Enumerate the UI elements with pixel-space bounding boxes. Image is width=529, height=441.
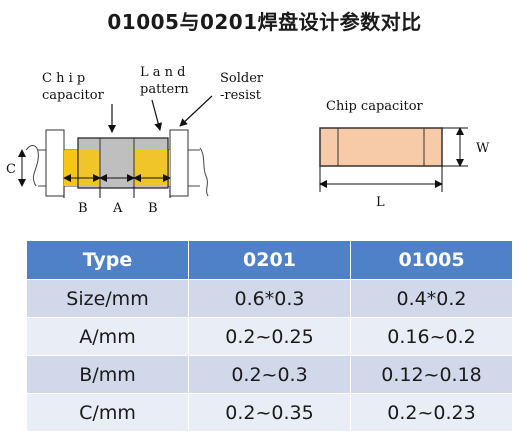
table-cell: 0.2~0.25: [188, 317, 351, 356]
chip-terminal-left: [78, 150, 100, 186]
label-land: L a n d: [140, 65, 185, 80]
chip-terminal-right: [134, 150, 168, 186]
table-row: C/mm 0.2~0.35 0.2~0.23: [26, 393, 513, 432]
page-title: 01005与0201焊盘设计参数对比: [107, 10, 422, 34]
dim-c-label: C: [6, 162, 16, 177]
dim-b-left-label: B: [78, 201, 88, 216]
table-cell: 0.2~0.35: [188, 393, 351, 432]
dim-b-right-label: B: [148, 201, 158, 216]
label-chip: C h i p: [42, 71, 85, 86]
table-header-row: Type 0201 01005: [26, 240, 513, 280]
table-cell: 0.16~0.2: [350, 317, 513, 356]
dim-l-label: L: [376, 195, 385, 210]
label-solder: Solder: [220, 71, 264, 86]
parameter-table: Type 0201 01005 Size/mm 0.6*0.3 0.4*0.2 …: [26, 240, 513, 432]
table-cell: 0.2~0.3: [188, 355, 351, 394]
label-resist: -resist: [220, 88, 262, 103]
header-type: Type: [26, 240, 189, 280]
dim-a-label: A: [112, 201, 123, 216]
table-cell: C/mm: [26, 393, 189, 432]
table-cell: 0.12~0.18: [350, 355, 513, 394]
label-pattern: pattern: [140, 82, 189, 97]
table-row: A/mm 0.2~0.25 0.16~0.2: [26, 317, 513, 356]
dim-w-label: W: [476, 141, 490, 156]
table-cell: B/mm: [26, 355, 189, 394]
table-cell: 0.4*0.2: [350, 279, 513, 318]
chip-capacitor-body: [319, 127, 443, 167]
land-pattern-diagram: C h i p capacitor L a n d pattern Solder…: [6, 65, 490, 216]
table-cell: A/mm: [26, 317, 189, 356]
left-diagram: C h i p capacitor L a n d pattern Solder…: [6, 65, 264, 216]
table-cell: 0.6*0.3: [188, 279, 351, 318]
table-row: B/mm 0.2~0.3 0.12~0.18: [26, 355, 513, 394]
solder-resist-right: [169, 129, 189, 197]
table-row: Size/mm 0.6*0.3 0.4*0.2: [26, 279, 513, 318]
header-0201: 0201: [188, 240, 351, 280]
chip-capacitor-label: Chip capacitor: [326, 99, 424, 114]
left-board-edge: [25, 145, 39, 187]
table-cell: 0.2~0.23: [350, 393, 513, 432]
header-01005: 01005: [350, 240, 513, 280]
solder-resist-left: [45, 129, 65, 197]
right-diagram: Chip capacitor W L: [319, 99, 490, 210]
right-board-edge: [199, 147, 209, 197]
table-cell: Size/mm: [26, 279, 189, 318]
label-capacitor: capacitor: [42, 88, 105, 103]
